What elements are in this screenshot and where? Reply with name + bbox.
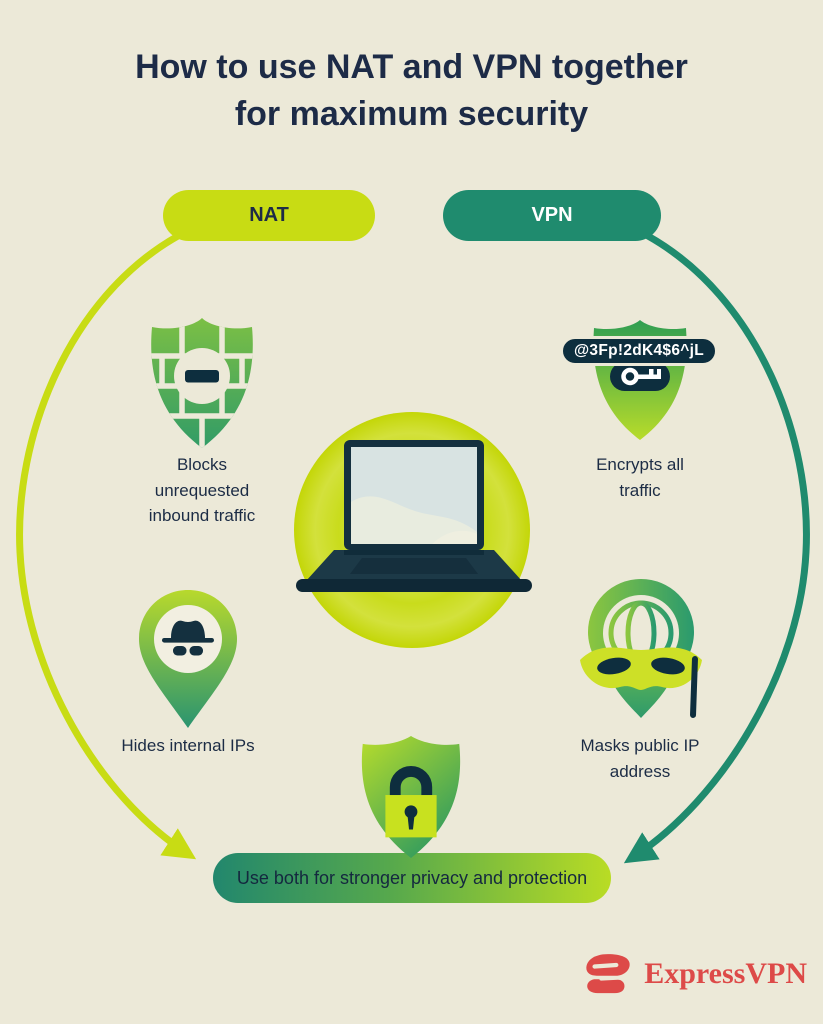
- password-badge: @3Fp!2dK4$6^jL: [560, 336, 719, 366]
- vpn-pill: VPN: [443, 190, 661, 241]
- nat-feature-2-label: Hides internal IPs: [121, 736, 255, 755]
- laptop-icon: [296, 440, 532, 592]
- page-title-line2: for maximum security: [234, 94, 589, 133]
- conclusion-label: Use both for stronger privacy and protec…: [236, 867, 588, 888]
- vpn-arc-arrow: [623, 232, 810, 864]
- page-title: How to use NAT and VPN together for maxi…: [0, 44, 823, 138]
- vpn-feature-2-label: Masks public IP address: [580, 736, 700, 781]
- nat-feature-1-label: Blocks unrequested inbound traffic: [148, 455, 256, 525]
- incognito-pin-icon: [139, 590, 237, 728]
- nat-arc-arrow: [16, 232, 197, 860]
- page-title-line1: How to use NAT and VPN together: [135, 48, 688, 86]
- expressvpn-logo: ExpressVPN: [582, 950, 807, 998]
- nat-pill-label: NAT: [249, 204, 289, 226]
- vpn-pill-label: VPN: [531, 204, 573, 226]
- lock-shield-icon: [361, 735, 461, 859]
- conclusion-pill: Use both for stronger privacy and protec…: [213, 853, 611, 903]
- nat-pill: NAT: [163, 190, 375, 241]
- masked-globe-icon: [580, 579, 702, 718]
- expressvpn-wordmark: ExpressVPN: [644, 957, 807, 990]
- firewall-shield-icon: [151, 318, 253, 448]
- key-icon: [621, 367, 661, 386]
- expressvpn-logo-icon: [586, 954, 630, 994]
- vpn-feature-1-label: Encrypts all traffic: [596, 455, 684, 500]
